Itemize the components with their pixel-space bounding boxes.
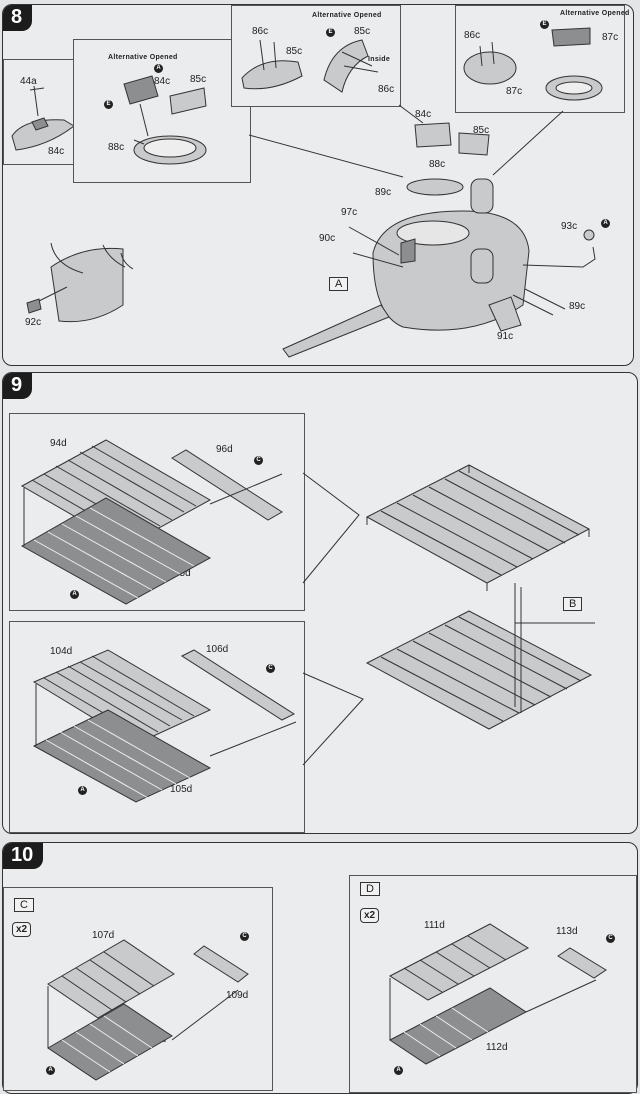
part-label-86c: 86c (252, 26, 269, 37)
assembly-b-illustration (365, 464, 595, 730)
inset-hatch-alt: Alternative Opened 84c 85c 88c A E (73, 39, 251, 183)
marker-e: E (540, 20, 549, 29)
marker-a: A (394, 1066, 403, 1075)
callout-lines (302, 472, 364, 766)
part-label-97c: 97c (341, 207, 358, 218)
part-label-91c: 91c (497, 331, 514, 342)
alt-opened-label: Alternative Opened (560, 10, 630, 17)
part-label-87c: 87c (602, 32, 619, 43)
part-label-85c: 85c (190, 74, 207, 85)
part-label-111d: 111d (424, 920, 445, 931)
marker-c: C (266, 664, 275, 673)
marker-a: A (70, 590, 79, 599)
marker-c: C (606, 934, 615, 943)
marker-a: A (601, 219, 610, 228)
part-label-88c: 88c (429, 159, 446, 170)
part-label-86c: 86c (464, 30, 481, 41)
part-label-89c: 89c (569, 301, 586, 312)
step-number: 10 (3, 843, 44, 869)
inside-label: Inside (368, 56, 391, 63)
assembly-box-d: D (360, 882, 380, 896)
inset-86c: Alternative Opened 86c 85c 85c Inside 86… (231, 5, 401, 107)
sub-assembly-d: D x2 111d 113d 112d C A (349, 875, 637, 1093)
part-label-86c: 86c (378, 84, 395, 95)
assembly-box-a: A (329, 277, 349, 291)
part-label-85c: 85c (473, 125, 490, 136)
part-label-85c: 85c (286, 46, 303, 57)
turret-illustration (26, 122, 596, 358)
assembly-box-c: C (14, 898, 34, 912)
step-9-panel: 9 94d 96d 95d C A 104d 106d 105d C A (2, 372, 638, 834)
part-label-44a: 44a (20, 76, 37, 87)
alt-opened-label: Alternative Opened (108, 54, 178, 61)
part-label-90c: 90c (319, 233, 336, 244)
part-label-112d: 112d (486, 1042, 508, 1053)
leader-lines (248, 104, 564, 178)
inset-44a: 44a 84c (3, 59, 83, 165)
part-label-105d: 105d (170, 784, 193, 795)
inset-87c: Alternative Opened 86c 87c 87c E (455, 5, 629, 113)
part-label-106d: 106d (206, 644, 229, 655)
sub-assembly-c: C x2 107d 109d 108d C A (3, 887, 273, 1091)
part-label-109d: 109d (226, 990, 249, 1001)
marker-c: C (254, 456, 263, 465)
marker-e: E (104, 100, 113, 109)
marker-c: C (240, 932, 249, 941)
step-8-panel: 8 44a 84c Alternative Opened 84c 85c 88c… (2, 4, 634, 366)
part-label-93c: 93c (561, 221, 578, 232)
rail-illustration (20, 439, 283, 605)
inset-104d-105d: 104d 106d 105d C A (9, 621, 305, 833)
hatch-alt-illustration (123, 75, 207, 165)
step-number: 9 (3, 373, 33, 399)
marker-a: A (78, 786, 87, 795)
inset-94d-95d: 94d 96d 95d C A (9, 413, 305, 611)
part-label-85c: 85c (354, 26, 371, 37)
quantity-badge: x2 (12, 922, 32, 937)
part-label-89c: 89c (375, 187, 392, 198)
part-label-84c: 84c (154, 76, 171, 87)
alt-opened-label: Alternative Opened (312, 12, 382, 19)
part-label-88c: 88c (108, 142, 125, 153)
hatch-cover-illustration (463, 27, 603, 101)
part-label-107d: 107d (92, 930, 115, 941)
part-label-84c: 84c (48, 146, 65, 157)
assembly-box-b: B (563, 597, 583, 611)
part-label-87c: 87c (506, 86, 523, 97)
marker-a: A (46, 1066, 55, 1075)
rail-illustration (47, 939, 249, 1081)
rail-illustration (388, 923, 607, 1065)
part-label-84c: 84c (415, 109, 432, 120)
part-label-94d: 94d (50, 438, 67, 449)
marker-a: A (154, 64, 163, 73)
marker-e: E (326, 28, 335, 37)
part-label-92c: 92c (25, 317, 42, 328)
rail-illustration (32, 649, 297, 803)
step-10-panel: 10 C x2 107d 109d 108d C A D x2 111d 113… (2, 842, 638, 1094)
step-number: 8 (3, 5, 33, 31)
part-label-96d: 96d (216, 444, 233, 455)
part-label-113d: 113d (556, 926, 578, 937)
quantity-badge: x2 (360, 908, 380, 923)
hatch-inside-illustration (241, 39, 379, 93)
part-label-104d: 104d (50, 646, 73, 657)
